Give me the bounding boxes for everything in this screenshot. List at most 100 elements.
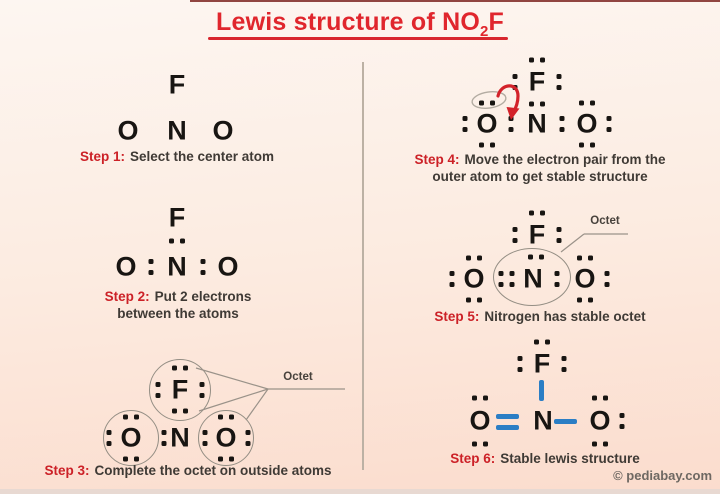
lone-pair-dots: [512, 74, 518, 90]
step3-label: Step 3:: [44, 463, 90, 478]
step6-text: Stable lewis structure: [500, 451, 640, 466]
lone-pair-dots: [155, 382, 161, 398]
bond-pair-dots: [172, 408, 188, 414]
atom-n: N: [167, 251, 187, 282]
lone-pair-dots: [466, 255, 482, 261]
atom-f: F: [533, 348, 551, 379]
lone-pair-dots: [577, 297, 593, 303]
octet-callout-label: Octet: [283, 371, 313, 383]
atom-o: O: [463, 263, 485, 294]
lone-pair-dots: [172, 365, 188, 371]
atom-o: O: [469, 405, 491, 436]
caption-line: Step 6: Stable lewis structure: [375, 450, 715, 467]
lone-pair-dots: [245, 430, 251, 446]
lone-pair-dots: [218, 456, 234, 462]
atom-f: F: [168, 69, 186, 100]
lone-pair-dots: [556, 74, 562, 90]
bond-pair-dots: [148, 259, 154, 275]
atom-n: N: [167, 115, 187, 146]
step6-label: Step 6:: [450, 451, 496, 466]
column-divider: [362, 62, 364, 470]
moving-electron-pair-dots: [479, 100, 495, 106]
atom-f: F: [528, 66, 546, 97]
bond-pair-dots: [202, 430, 208, 446]
title-suffix: F: [488, 8, 504, 36]
bond-pair-dots: [559, 116, 565, 132]
atom-n: N: [527, 108, 547, 139]
step2-text: Put 2 electrons: [154, 289, 252, 304]
page-title: Lewis structure of NO2F: [0, 8, 720, 40]
lone-pair-dots: [529, 210, 545, 216]
atom-o: O: [589, 405, 611, 436]
title-text: Lewis structure of NO: [216, 8, 480, 36]
caption-line: Step 4:Move the electron pair from the: [370, 151, 710, 168]
step5-label: Step 5:: [434, 309, 480, 324]
step6-caption: Step 6: Stable lewis structure: [375, 450, 715, 467]
atom-n: N: [533, 405, 553, 436]
step4-text: Move the electron pair from the: [464, 152, 666, 167]
caption-line: Step 2: Put 2 electrons: [8, 288, 348, 305]
double-bond-pair-dots: [509, 271, 515, 287]
bond-pair-dots: [529, 101, 545, 107]
electron-move-arrow: [496, 84, 520, 120]
step1-label: Step 1:: [79, 149, 125, 164]
atom-o: O: [117, 115, 139, 146]
atom-o: O: [217, 251, 239, 282]
atom-o: O: [120, 422, 142, 453]
lone-pair-dots: [123, 414, 139, 420]
lone-pair-dots: [199, 382, 205, 398]
lone-pair-dots: [466, 297, 482, 303]
caption-line: Step 3: Complete the octet on outside ato…: [18, 462, 358, 479]
step1-caption: Step 1: Select the center atom: [7, 148, 347, 165]
step3-text: Complete the octet on outside atoms: [94, 463, 332, 478]
lone-pair-dots: [123, 456, 139, 462]
double-bond-pair-dots: [498, 271, 504, 287]
lone-pair-dots: [462, 116, 468, 132]
bottom-edge-strip: [0, 489, 720, 494]
lone-pair-dots: [619, 413, 625, 429]
lone-pair-dots: [579, 142, 595, 148]
step5-caption: Step 5: Nitrogen has stable octet: [370, 308, 710, 325]
title-underline: [208, 37, 508, 40]
bond-pair-dots: [161, 430, 167, 446]
atom-f: F: [171, 374, 189, 405]
lone-pair-dots: [577, 255, 593, 261]
single-bond-f-n: [539, 380, 544, 401]
lone-pair-dots: [592, 395, 608, 401]
step4-caption: Step 4:Move the electron pair from the o…: [370, 151, 710, 185]
caption-line: Step 5: Nitrogen has stable octet: [370, 308, 710, 325]
lone-pair-dots: [534, 339, 550, 345]
atom-o: O: [115, 251, 137, 282]
atom-o: O: [576, 108, 598, 139]
lone-pair-dots: [556, 227, 562, 243]
site-credit: © pediabay.com: [613, 468, 712, 483]
caption-line: Step 1: Select the center atom: [7, 148, 347, 165]
octet-callout-label: Octet: [590, 215, 620, 227]
octet-callout-lines-step5: [560, 233, 628, 253]
caption-line: outer atom to get stable structure: [432, 169, 648, 184]
lone-pair-dots: [606, 116, 612, 132]
lone-pair-dots: [517, 356, 523, 372]
step1-text: Select the center atom: [129, 149, 275, 164]
lone-pair-dots: [479, 142, 495, 148]
lone-pair-dots: [579, 100, 595, 106]
top-edge-line: [190, 0, 720, 2]
atom-o: O: [215, 422, 237, 453]
double-bond-o-n: [496, 414, 519, 419]
lone-pair-dots: [472, 395, 488, 401]
bond-pair-dots: [508, 116, 514, 132]
lone-pair-dots: [529, 57, 545, 63]
lone-pair-dots: [604, 271, 610, 287]
step5-text: Nitrogen has stable octet: [484, 309, 646, 324]
title-subscript: 2: [479, 23, 489, 40]
lone-pair-dots: [106, 430, 112, 446]
atom-o: O: [476, 108, 498, 139]
atom-n: N: [170, 422, 190, 453]
octet-ellipse-n: [493, 248, 571, 306]
octet-circle-o-left: [103, 410, 159, 466]
atom-f: F: [528, 219, 546, 250]
bond-pair-dots: [528, 254, 544, 260]
step2-caption: Step 2:Put 2 electrons between the atoms: [8, 288, 348, 322]
lone-pair-dots: [472, 441, 488, 447]
step2-label: Step 2:: [104, 289, 150, 304]
